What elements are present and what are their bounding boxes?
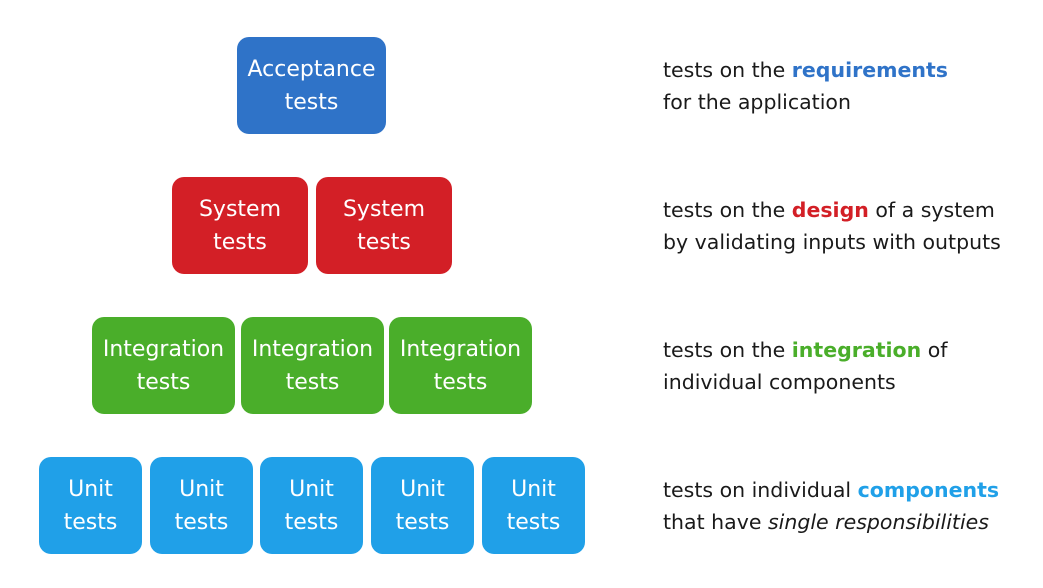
description-text: tests on the [663, 58, 792, 82]
tile-label-line2: tests [63, 509, 118, 535]
emphasis-single-responsibilities: single responsibilities [767, 510, 989, 534]
integration-description: tests on the integration of individual c… [663, 334, 948, 398]
tile-label-line2: tests [284, 89, 339, 115]
tile-label-line1: Unit [68, 476, 113, 502]
tile-label-line1: System [198, 196, 282, 222]
tile-label-line1: Unit [289, 476, 334, 502]
tile-label-line1: Unit [400, 476, 445, 502]
description-line1: tests on the requirements [663, 54, 948, 86]
tile-label-line1: Unit [511, 476, 556, 502]
system-description: tests on the design of a system by valid… [663, 194, 1001, 258]
acceptance-tests-box: Acceptance tests [237, 37, 386, 134]
description-line1: tests on individual components [663, 474, 999, 506]
unit-tests-box: Unit tests [39, 457, 142, 554]
keyword-components: components [857, 478, 1000, 502]
tile-label-line1: Unit [179, 476, 224, 502]
tile-label-line2: tests [174, 509, 229, 535]
tile-label-line1: Integration [251, 336, 374, 362]
description-line2: for the application [663, 90, 851, 114]
unit-tests-box: Unit tests [260, 457, 363, 554]
acceptance-description: tests on the requirements for the applic… [663, 54, 948, 118]
tile-label-line1: Integration [102, 336, 225, 362]
unit-tests-box: Unit tests [482, 457, 585, 554]
tile-label-line2: tests [506, 509, 561, 535]
description-text: tests on individual [663, 478, 858, 502]
unit-tests-box: Unit tests [150, 457, 253, 554]
tile-label-line2: tests [395, 509, 450, 535]
keyword-integration: integration [791, 338, 922, 362]
system-tests-box: System tests [172, 177, 308, 274]
description-text: tests on the [663, 338, 792, 362]
description-text: of [921, 338, 948, 362]
tile-label-line2: tests [284, 509, 339, 535]
description-text: of a system [868, 198, 995, 222]
description-line1: tests on the integration of [663, 334, 948, 366]
tile-label-line1: Acceptance [247, 56, 376, 82]
tile-label-line2: tests [213, 229, 267, 255]
tile-label-line2: tests [433, 369, 488, 395]
tile-label-line2: tests [285, 369, 340, 395]
description-line2: individual components [663, 370, 896, 394]
keyword-requirements: requirements [791, 58, 948, 82]
description-line2: by validating inputs with outputs [663, 230, 1001, 254]
tile-label-line1: System [342, 196, 426, 222]
description-line1: tests on the design of a system [663, 194, 1001, 226]
unit-tests-box: Unit tests [371, 457, 474, 554]
integration-tests-box: Integration tests [241, 317, 384, 414]
integration-tests-box: Integration tests [92, 317, 235, 414]
description-text: tests on the [663, 198, 792, 222]
keyword-design: design [791, 198, 869, 222]
system-tests-box: System tests [316, 177, 452, 274]
unit-description: tests on individual components that have… [663, 474, 999, 538]
description-text: that have [663, 510, 768, 534]
tile-label-line2: tests [357, 229, 411, 255]
tile-label-line1: Integration [399, 336, 522, 362]
description-line2: that have single responsibilities [663, 506, 999, 538]
tile-label-line2: tests [136, 369, 191, 395]
integration-tests-box: Integration tests [389, 317, 532, 414]
